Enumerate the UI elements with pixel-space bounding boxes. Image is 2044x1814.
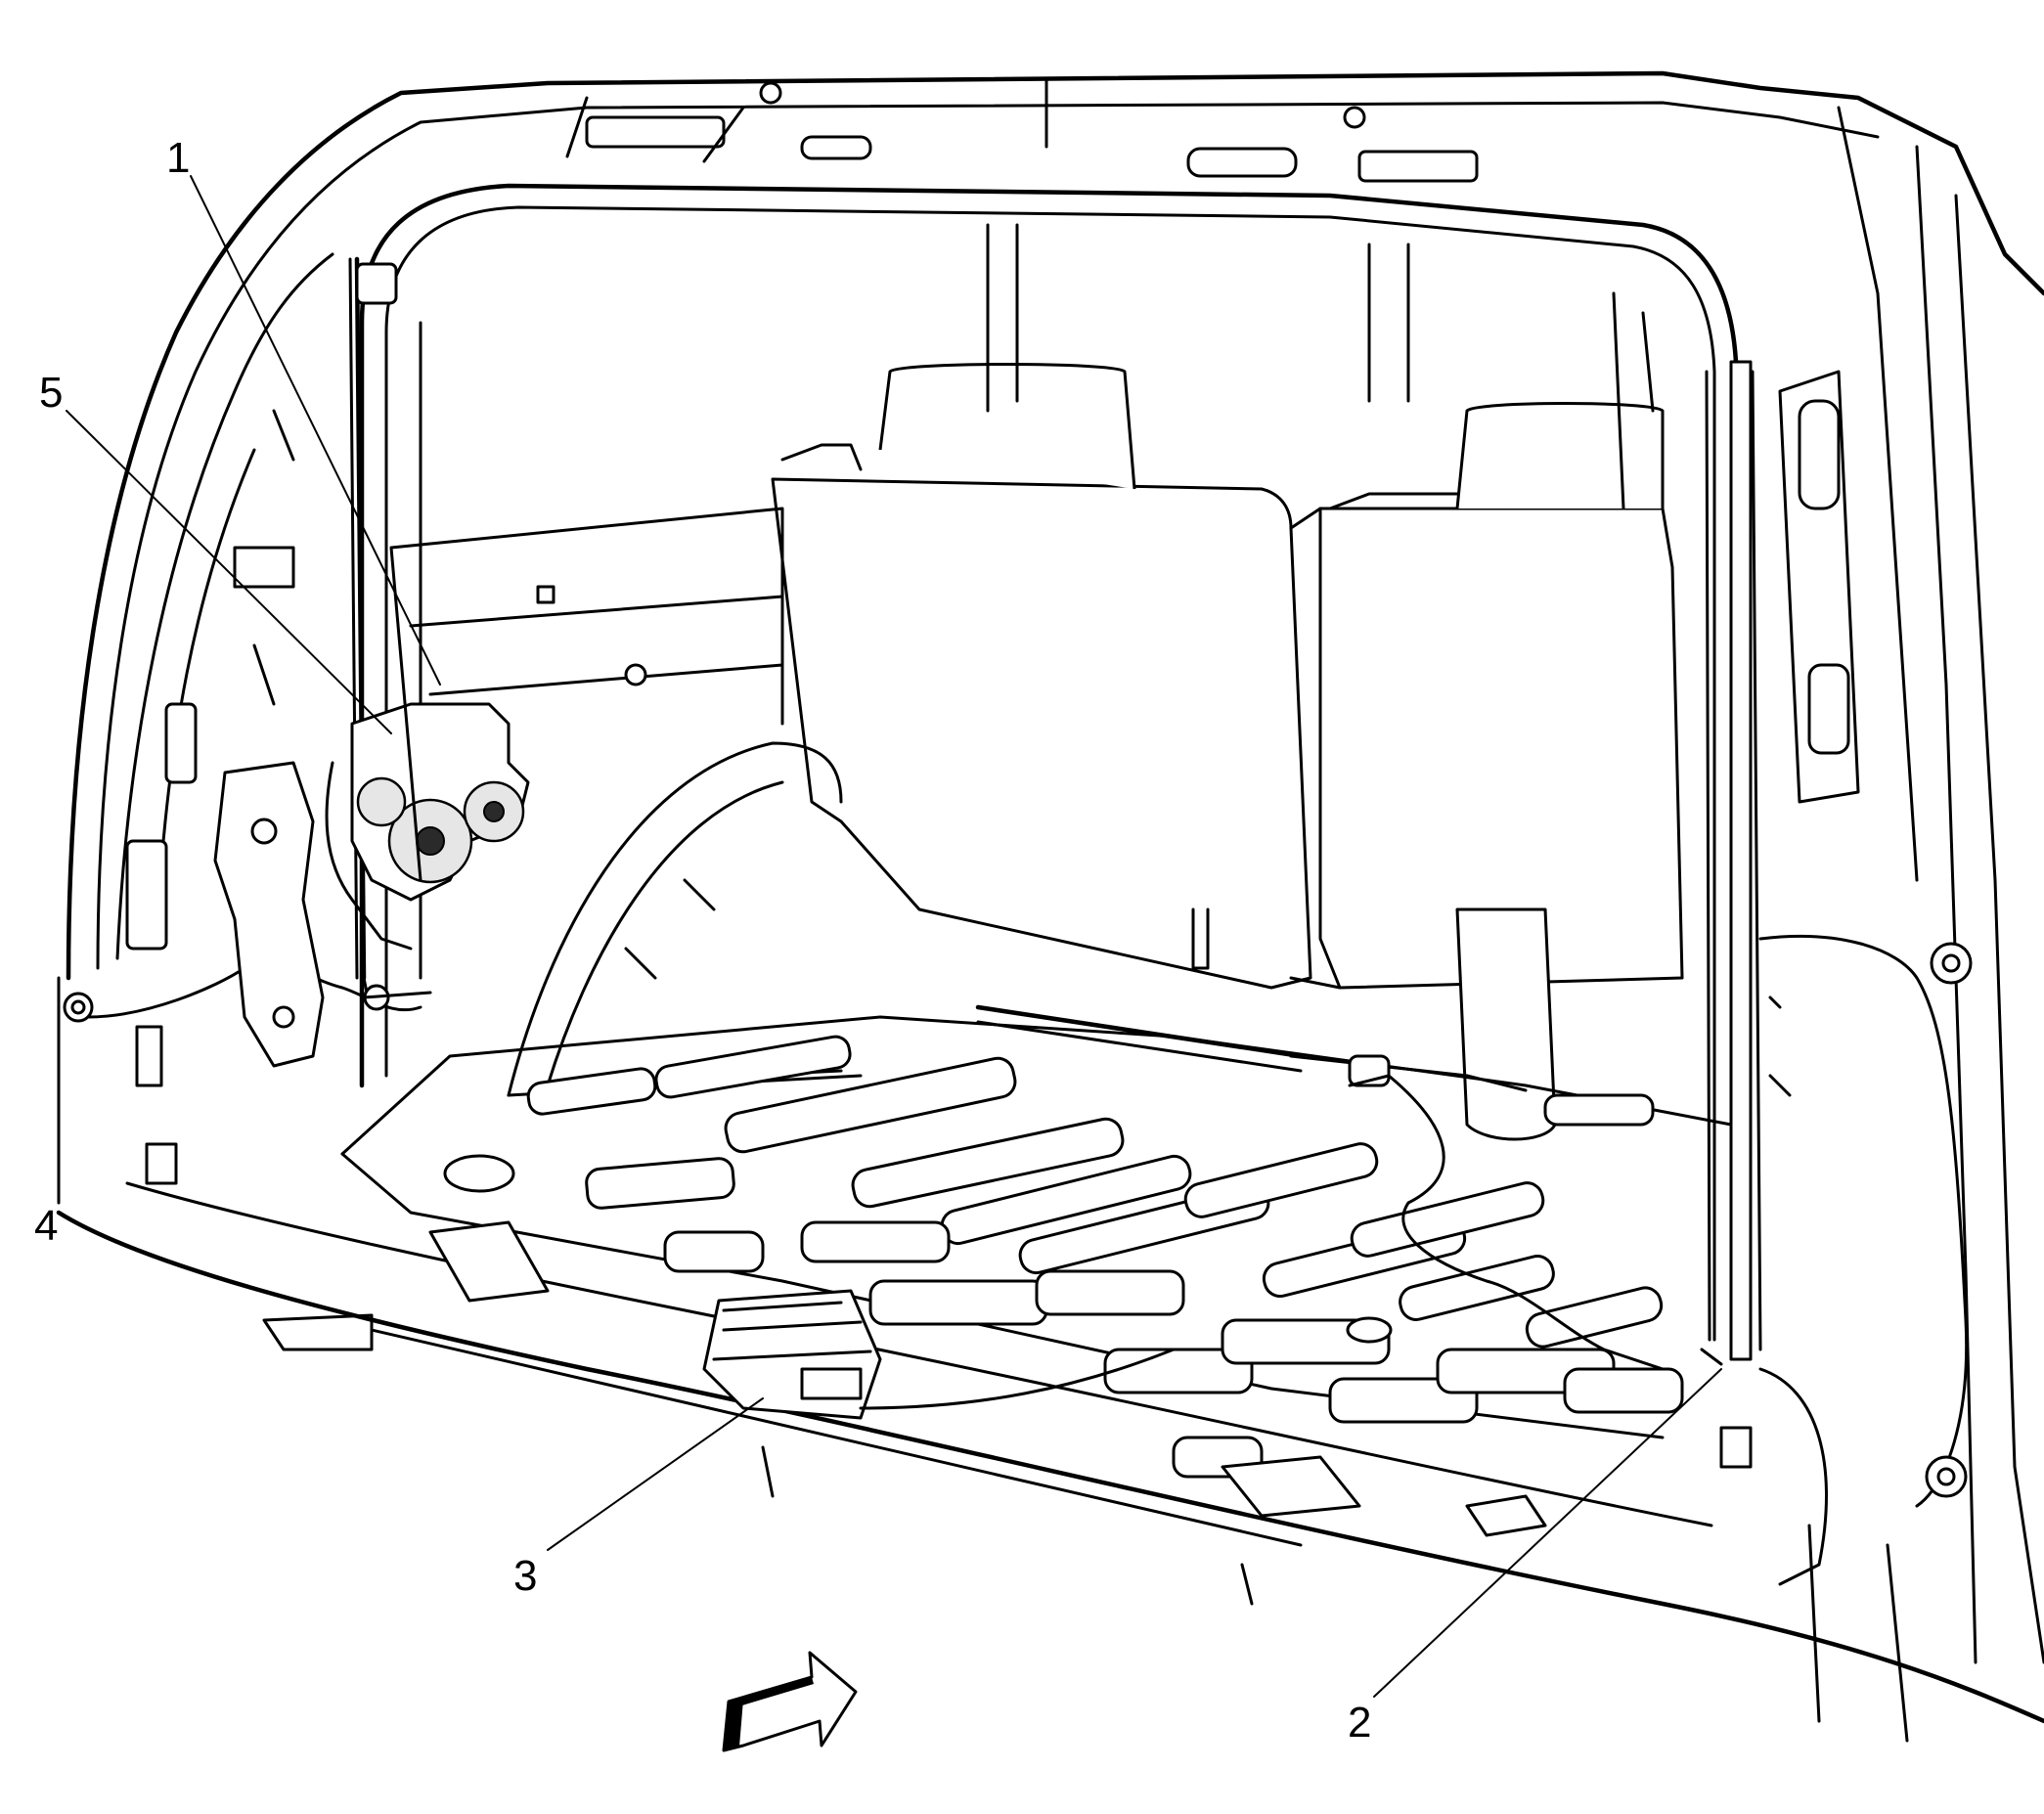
leader-lines: [58, 175, 1722, 1698]
view-direction-arrow-icon: [722, 1651, 858, 1752]
callout-5: 5: [39, 369, 64, 417]
right-quarter-panel: [1719, 370, 1973, 1586]
callout-3: 3: [513, 1552, 538, 1600]
callout-4: 4: [34, 1202, 59, 1250]
cargo-floor: [262, 1004, 1733, 1537]
leader-line-5: [66, 410, 392, 734]
leader-line-2: [1373, 1368, 1722, 1698]
seatbacks: [771, 363, 1684, 1141]
latch-assembly: [213, 702, 530, 1068]
callout-1: 1: [166, 134, 191, 182]
control-module: [702, 1289, 1176, 1420]
wiring-harness: [1348, 1074, 1723, 1371]
leader-line-1: [190, 175, 441, 686]
inner-quarter-panel: [389, 223, 1655, 882]
leader-line-3: [547, 1397, 764, 1551]
liftgate-opening-frame: [359, 76, 1762, 1361]
callout-2: 2: [1348, 1699, 1372, 1747]
